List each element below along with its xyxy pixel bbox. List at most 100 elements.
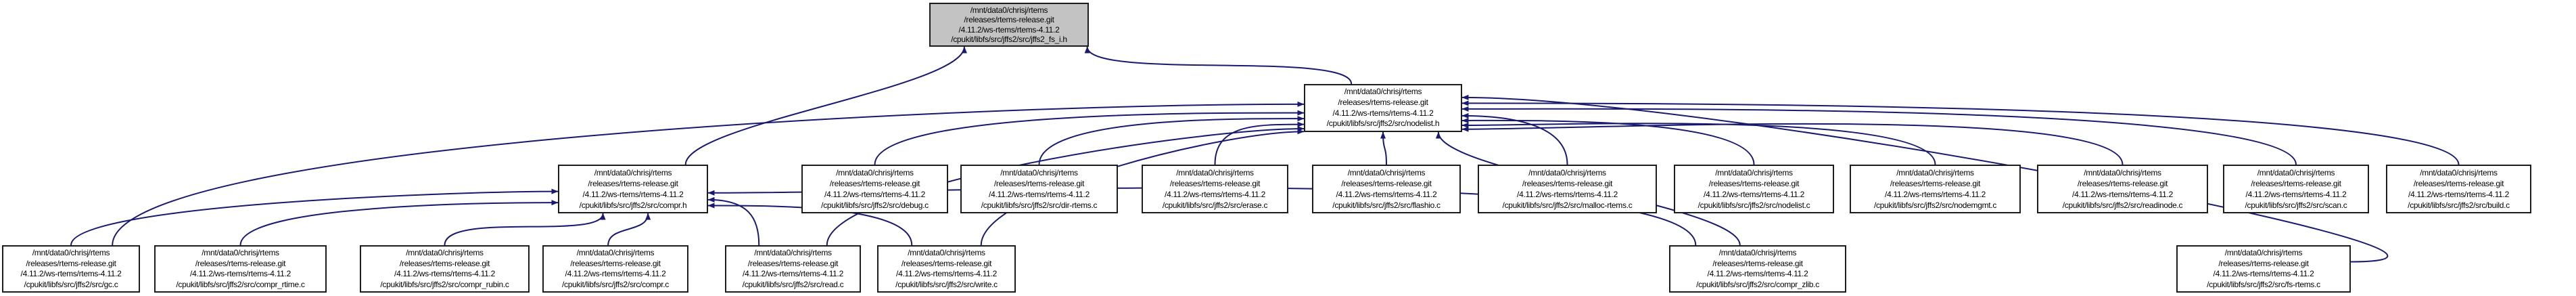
node-path-line: /releases/rtems-release.git <box>1169 179 1261 188</box>
graph-node-readinode_c[interactable]: /mnt/data0/chrisj/rtems/releases/rtems-r… <box>2037 165 2208 213</box>
graph-node-fs_rtems_c[interactable]: /mnt/data0/chrisj/rtems/releases/rtems-r… <box>2176 245 2351 293</box>
node-path-line: /releases/rtems-release.git <box>26 258 116 268</box>
node-path-line: /cpukit/libfs/src/jffs2/src/build.c <box>2408 200 2510 210</box>
graph-node-dir_rtems_c[interactable]: /mnt/data0/chrisj/rtems/releases/rtems-r… <box>960 165 1118 213</box>
graph-node-compr_rtime_c[interactable]: /mnt/data0/chrisj/rtems/releases/rtems-r… <box>154 245 327 293</box>
edge-gc_c-to-compr_h <box>70 188 559 246</box>
node-path-line: /cpukit/libfs/src/jffs2/src/flashio.c <box>1332 200 1441 210</box>
node-path-line: /cpukit/libfs/src/jffs2/src/compr.h <box>579 200 687 210</box>
edge-readinode_c-to-nodelist_h <box>1461 123 2124 165</box>
edge-compr_rtime_c-to-compr_h <box>239 200 559 246</box>
node-path-line: /4.11.2/ws-rtems/rtems-4.11.2 <box>1332 108 1434 118</box>
node-path-line: /cpukit/libfs/src/jffs2/src/nodelist.h <box>1326 119 1440 129</box>
node-path-line: /mnt/data0/chrisj/rtems <box>1896 168 1974 177</box>
node-path-line: /releases/rtems-release.git <box>1712 258 1803 268</box>
node-path-line: /mnt/data0/chrisj/rtems <box>2084 168 2161 177</box>
node-path-line: /releases/rtems-release.git <box>1338 97 1428 107</box>
node-path-line: /4.11.2/ws-rtems/rtems-4.11.2 <box>1517 190 1618 199</box>
node-path-line: /4.11.2/ws-rtems/rtems-4.11.2 <box>2408 190 2509 199</box>
edge-compr_c-to-compr_h <box>607 213 651 246</box>
node-path-line: /releases/rtems-release.git <box>901 258 992 268</box>
node-path-line: /mnt/data0/chrisj/rtems <box>970 5 1048 15</box>
node-path-line: /cpukit/libfs/src/jffs2/src/erase.c <box>1162 200 1268 210</box>
node-path-line: /mnt/data0/chrisj/rtems <box>406 248 484 257</box>
edge-nodemgmt_c-to-nodelist_h <box>1461 123 1936 165</box>
graph-node-nodelist_c[interactable]: /mnt/data0/chrisj/rtems/releases/rtems-r… <box>1674 165 1834 213</box>
node-path-line: /mnt/data0/chrisj/rtems <box>594 168 672 177</box>
graph-node-jffs2_fs_i_h[interactable]: /mnt/data0/chrisj/rtems/releases/rtems-r… <box>929 3 1089 47</box>
node-path-line: /releases/rtems-release.git <box>2077 179 2168 188</box>
edge-build_c-to-nodelist_h <box>1461 100 2460 165</box>
node-path-line: /releases/rtems-release.git <box>2218 258 2309 268</box>
node-path-line: /4.11.2/ws-rtems/rtems-4.11.2 <box>2245 190 2347 199</box>
graph-node-write_c[interactable]: /mnt/data0/chrisj/rtems/releases/rtems-r… <box>877 245 1016 293</box>
edge-nodelist_h-to-jffs2_fs_i_h <box>1084 46 1353 85</box>
node-path-line: /mnt/data0/chrisj/rtems <box>1344 87 1422 96</box>
graph-node-nodemgmt_c[interactable]: /mnt/data0/chrisj/rtems/releases/rtems-r… <box>1850 165 2021 213</box>
graph-node-debug_c[interactable]: /mnt/data0/chrisj/rtems/releases/rtems-r… <box>801 165 948 213</box>
node-path-line: /4.11.2/ws-rtems/rtems-4.11.2 <box>190 269 291 278</box>
node-path-line: /mnt/data0/chrisj/rtems <box>1528 168 1606 177</box>
node-path-line: /mnt/data0/chrisj/rtems <box>836 168 914 177</box>
node-path-line: /mnt/data0/chrisj/rtems <box>32 248 110 257</box>
node-path-line: /cpukit/libfs/src/jffs2/src/compr_rubin.… <box>380 279 509 289</box>
node-path-line: /cpukit/libfs/src/jffs2/src/malloc-rtems… <box>1502 200 1633 210</box>
node-path-line: /4.11.2/ws-rtems/rtems-4.11.2 <box>2072 190 2173 199</box>
edge-scan_c-to-nodelist_h <box>1461 106 2297 165</box>
node-path-line: /4.11.2/ws-rtems/rtems-4.11.2 <box>824 190 925 199</box>
node-path-line: /4.11.2/ws-rtems/rtems-4.11.2 <box>20 269 122 278</box>
node-path-line: /cpukit/libfs/src/jffs2/src/compr.c <box>562 279 669 289</box>
edge-erase_c-to-nodelist_h <box>1214 121 1305 165</box>
node-path-line: /4.11.2/ws-rtems/rtems-4.11.2 <box>896 269 997 278</box>
node-path-line: /4.11.2/ws-rtems/rtems-4.11.2 <box>582 190 684 199</box>
node-path-line: /cpukit/libfs/src/jffs2/src/scan.c <box>2245 200 2347 210</box>
graph-node-malloc_rtems_c[interactable]: /mnt/data0/chrisj/rtems/releases/rtems-r… <box>1478 165 1657 213</box>
node-path-line: /mnt/data0/chrisj/rtems <box>1715 168 1793 177</box>
node-path-line: /4.11.2/ws-rtems/rtems-4.11.2 <box>989 190 1090 199</box>
node-path-line: /releases/rtems-release.git <box>570 258 661 268</box>
graph-node-compr_rubin_c[interactable]: /mnt/data0/chrisj/rtems/releases/rtems-r… <box>360 245 530 293</box>
edge-read_c-to-nodelist_h <box>826 126 1305 246</box>
graph-node-compr_zlib_c[interactable]: /mnt/data0/chrisj/rtems/releases/rtems-r… <box>1669 245 1846 293</box>
edge-read_c-to-compr_h <box>707 196 760 246</box>
node-path-line: /cpukit/libfs/src/jffs2/src/jffs2_fs_i.h <box>951 34 1067 44</box>
graph-node-scan_c[interactable]: /mnt/data0/chrisj/rtems/releases/rtems-r… <box>2223 165 2369 213</box>
graph-node-gc_c[interactable]: /mnt/data0/chrisj/rtems/releases/rtems-r… <box>2 245 140 293</box>
node-path-line: /cpukit/libfs/src/jffs2/src/gc.c <box>24 279 118 289</box>
edge-dir_rtems_c-to-nodelist_h <box>1038 116 1305 165</box>
node-path-line: /4.11.2/ws-rtems/rtems-4.11.2 <box>1704 190 1804 199</box>
node-path-line: /4.11.2/ws-rtems/rtems-4.11.2 <box>394 269 495 278</box>
graph-node-compr_c[interactable]: /mnt/data0/chrisj/rtems/releases/rtems-r… <box>542 245 688 293</box>
graph-node-erase_c[interactable]: /mnt/data0/chrisj/rtems/releases/rtems-r… <box>1142 165 1288 213</box>
node-path-line: /mnt/data0/chrisj/rtems <box>2420 168 2498 177</box>
node-path-line: /cpukit/libfs/src/jffs2/src/compr_rtime.… <box>176 279 305 289</box>
node-path-line: /releases/rtems-release.git <box>588 179 678 188</box>
node-path-line: /mnt/data0/chrisj/rtems <box>2257 168 2335 177</box>
node-path-line: /releases/rtems-release.git <box>993 179 1085 188</box>
graph-node-compr_h[interactable]: /mnt/data0/chrisj/rtems/releases/rtems-r… <box>558 165 708 213</box>
node-path-line: /mnt/data0/chrisj/rtems <box>1000 168 1078 177</box>
edge-debug_c-to-nodelist_h <box>874 110 1305 165</box>
node-path-line: /cpukit/libfs/src/jffs2/src/dir-rtems.c <box>981 200 1098 210</box>
node-path-line: /releases/rtems-release.git <box>1341 179 1432 188</box>
node-path-line: /4.11.2/ws-rtems/rtems-4.11.2 <box>958 24 1060 35</box>
graph-node-read_c[interactable]: /mnt/data0/chrisj/rtems/releases/rtems-r… <box>725 245 861 293</box>
node-path-line: /releases/rtems-release.git <box>2413 179 2504 188</box>
node-path-line: /cpukit/libfs/src/jffs2/src/read.c <box>742 279 844 289</box>
node-path-line: /cpukit/libfs/src/jffs2/src/fs-rtems.c <box>2207 279 2320 289</box>
node-path-line: /mnt/data0/chrisj/rtems <box>754 248 832 257</box>
node-path-line: /4.11.2/ws-rtems/rtems-4.11.2 <box>2213 269 2314 278</box>
node-path-line: /mnt/data0/chrisj/rtems <box>1176 168 1254 177</box>
edge-gc_c-to-nodelist_h <box>112 101 1305 246</box>
node-path-line: /releases/rtems-release.git <box>747 258 839 268</box>
node-path-line: /cpukit/libfs/src/jffs2/src/nodelist.c <box>1697 200 1810 210</box>
node-path-line: /4.11.2/ws-rtems/rtems-4.11.2 <box>1165 190 1265 199</box>
node-path-line: /releases/rtems-release.git <box>1890 179 1981 188</box>
graph-node-nodelist_h[interactable]: /mnt/data0/chrisj/rtems/releases/rtems-r… <box>1304 84 1462 132</box>
edge-compr_rubin_c-to-compr_h <box>444 213 606 246</box>
node-path-line: /releases/rtems-release.git <box>1522 179 1613 188</box>
node-path-line: /releases/rtems-release.git <box>399 258 490 268</box>
graph-node-flashio_c[interactable]: /mnt/data0/chrisj/rtems/releases/rtems-r… <box>1312 165 1461 213</box>
graph-node-build_c[interactable]: /mnt/data0/chrisj/rtems/releases/rtems-r… <box>2386 165 2531 213</box>
